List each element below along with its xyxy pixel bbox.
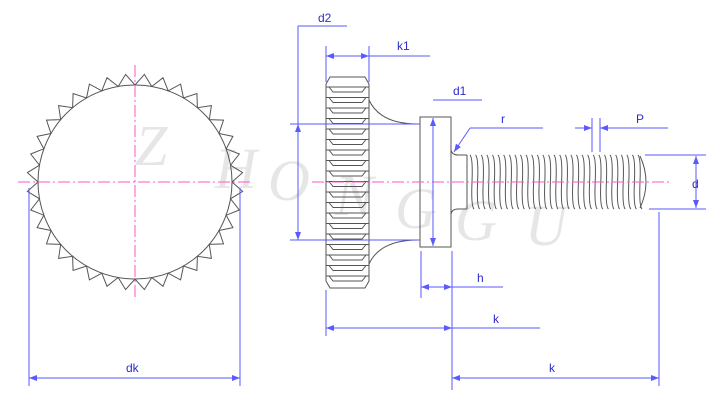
thread-crest — [587, 154, 593, 210]
knurl-ridge — [326, 160, 369, 166]
knurl-ridge — [326, 212, 369, 219]
k1-extension — [325, 46, 430, 82]
knurl-ridge — [326, 202, 369, 208]
watermark-letter: Z — [135, 113, 168, 178]
watermark-letter: O — [268, 148, 310, 213]
watermark-letter: G — [455, 188, 497, 253]
p-extension — [591, 118, 668, 152]
d2-label: d2 — [318, 11, 332, 25]
thread-crest — [542, 154, 548, 210]
knurl-ridge — [326, 223, 369, 229]
knurl-ridge — [326, 128, 369, 135]
knurl-ridge — [326, 97, 369, 103]
knurl-ridge — [326, 254, 369, 261]
knurl-ridge — [326, 265, 369, 271]
d-extension — [645, 154, 706, 210]
front-view — [18, 65, 252, 300]
thread-crest — [603, 154, 609, 210]
k-head-label: k — [493, 312, 500, 326]
knurl-ridge — [326, 191, 369, 198]
h-label: h — [477, 271, 484, 285]
watermark-letter: H — [214, 136, 260, 201]
r-arrow — [453, 127, 471, 153]
watermark-letter: U — [525, 193, 571, 258]
undercut — [450, 149, 467, 215]
knurl-ridge — [326, 170, 369, 177]
dimensions: d2 k1 d1 r P d h k k dk — [28, 11, 706, 390]
knurl-lines — [326, 86, 369, 282]
p-label: P — [636, 112, 644, 126]
knurl-ridge — [326, 275, 369, 282]
k1-label: k1 — [397, 39, 410, 53]
knurl-ridge — [326, 244, 369, 250]
knurl-ridge — [326, 107, 369, 114]
thread-crest — [508, 154, 514, 210]
d-label: d — [692, 177, 699, 191]
watermark-letter: G — [395, 176, 437, 241]
watermark: Z H O N G G U — [135, 113, 571, 258]
k-shank-label: k — [549, 361, 556, 375]
knurl-ridge — [326, 149, 369, 156]
dk-label: dk — [126, 361, 140, 375]
knurl-ridge — [326, 139, 369, 145]
watermark-letter: N — [334, 163, 377, 228]
dk-extension — [28, 188, 241, 386]
knurl-ridge — [326, 233, 369, 240]
k-head-extension — [325, 290, 540, 336]
knurl-ridge — [326, 86, 369, 93]
side-view — [312, 76, 672, 289]
h-extension — [420, 251, 503, 390]
r-label: r — [501, 112, 505, 126]
knurl-ridge — [326, 118, 369, 124]
d1-label: d1 — [453, 84, 467, 98]
thread-crest — [547, 154, 553, 210]
thread-crest — [503, 154, 509, 210]
